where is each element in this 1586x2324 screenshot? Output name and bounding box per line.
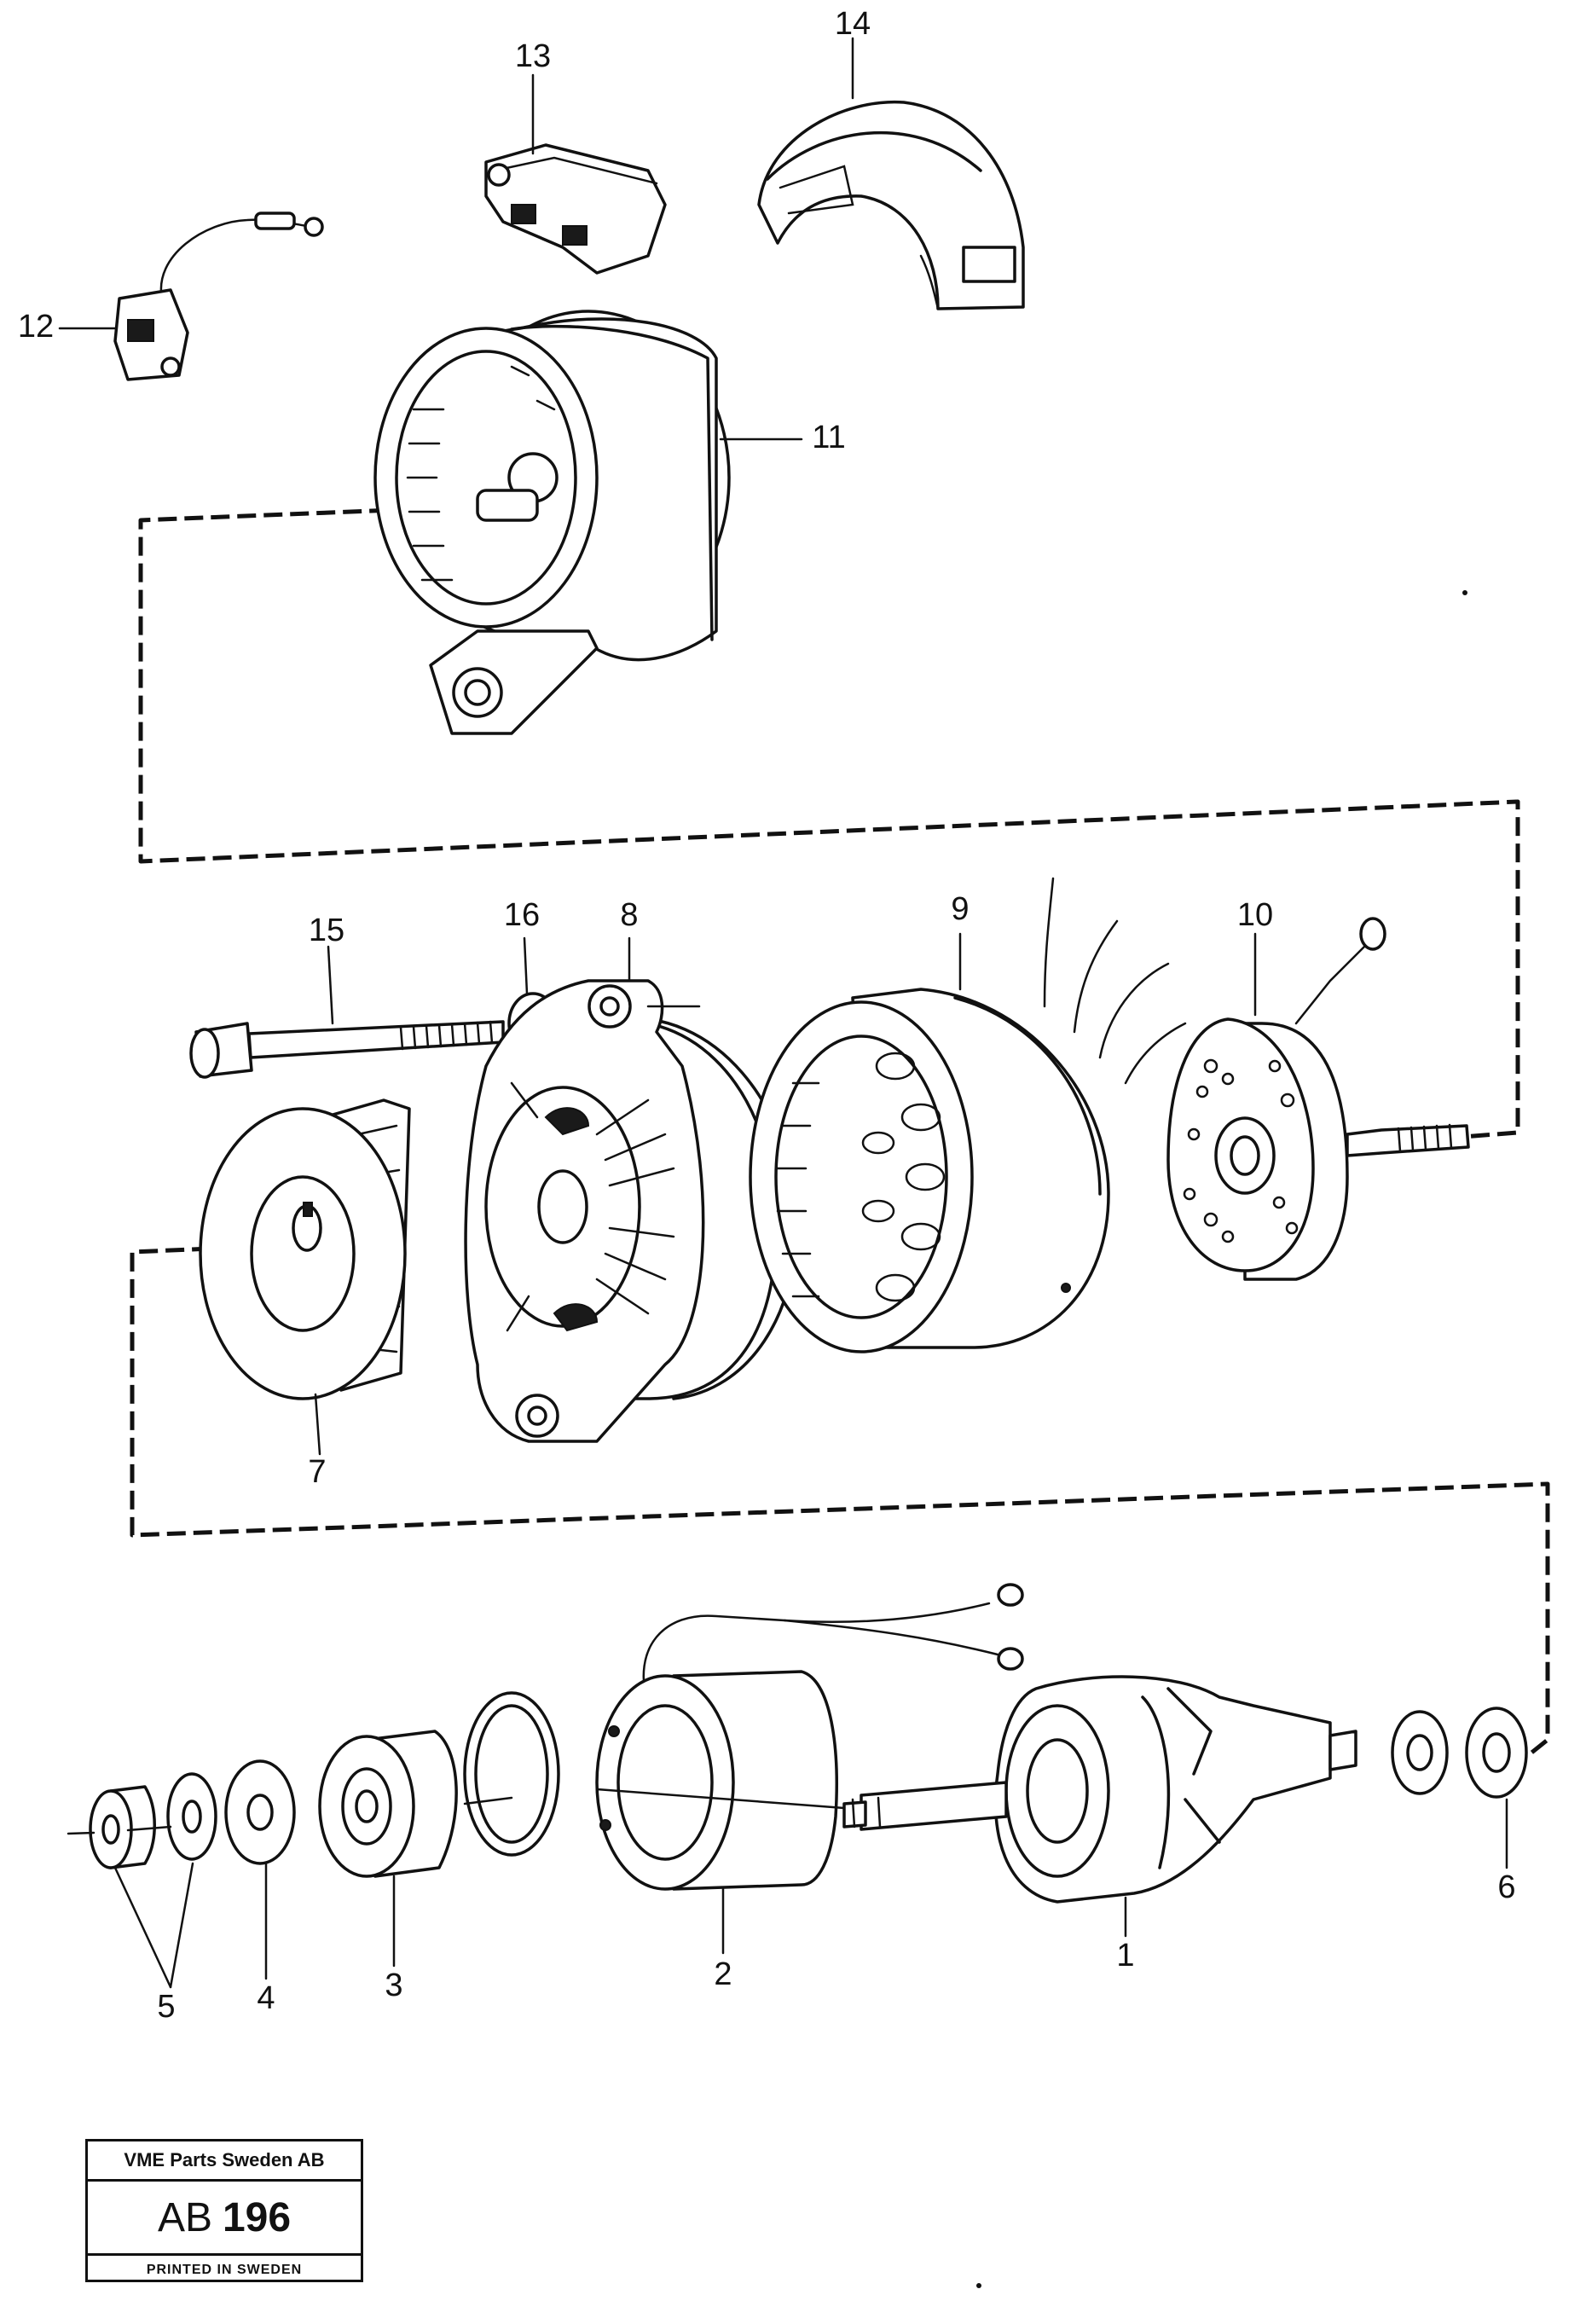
part-13-regulator — [484, 143, 667, 275]
part-1-rotor — [842, 1675, 1357, 1904]
part-5-washer-nut — [89, 1772, 217, 1869]
shaft-axis — [67, 1788, 846, 1835]
assembly-guide-upper — [138, 502, 1520, 1139]
part-7-pulley-fan — [199, 1098, 411, 1400]
label-3: 3 — [385, 1968, 402, 2003]
part-8-drive-end-shield — [464, 979, 799, 1443]
part-15-bolt — [189, 1020, 505, 1079]
part-14-cover — [757, 100, 1025, 310]
label-4: 4 — [257, 1980, 275, 2016]
part-4-spacer — [224, 1759, 296, 1865]
label-14: 14 — [835, 6, 871, 42]
label-16: 16 — [504, 897, 540, 933]
seal-ring — [463, 1691, 560, 1857]
stray-dot — [1462, 590, 1467, 595]
part-6-rear-bearing — [1391, 1707, 1528, 1799]
leader-lines — [58, 37, 1508, 1989]
rotor-leads — [642, 1583, 1024, 1707]
part-11-rear-housing — [373, 310, 731, 735]
label-2: 2 — [714, 1956, 732, 1992]
part-3-bearing — [318, 1730, 458, 1878]
label-8: 8 — [620, 897, 638, 933]
part-12-brush-holder — [113, 212, 324, 381]
part-9-stator — [749, 877, 1187, 1353]
assembly-guide-lower — [130, 1243, 1550, 1759]
part-2-sleeve — [595, 1670, 838, 1891]
stamp-printed: PRINTED IN SWEDEN — [146, 2263, 303, 2277]
label-1: 1 — [1116, 1938, 1134, 1973]
label-13: 13 — [515, 38, 551, 74]
label-9: 9 — [951, 891, 969, 927]
label-10: 10 — [1237, 897, 1273, 933]
stamp-code-prefix: AB — [157, 2194, 212, 2240]
label-11: 11 — [812, 420, 845, 455]
stamp-company: VME Parts Sweden AB — [88, 2141, 361, 2182]
label-5: 5 — [157, 1989, 175, 2025]
label-12: 12 — [18, 309, 54, 345]
label-6: 6 — [1497, 1869, 1515, 1905]
label-15: 15 — [309, 913, 344, 948]
stamp-code-number: 196 — [222, 2194, 292, 2240]
part-10-rectifier — [1166, 917, 1470, 1281]
stray-dot — [976, 2283, 981, 2288]
label-7: 7 — [308, 1454, 326, 1490]
